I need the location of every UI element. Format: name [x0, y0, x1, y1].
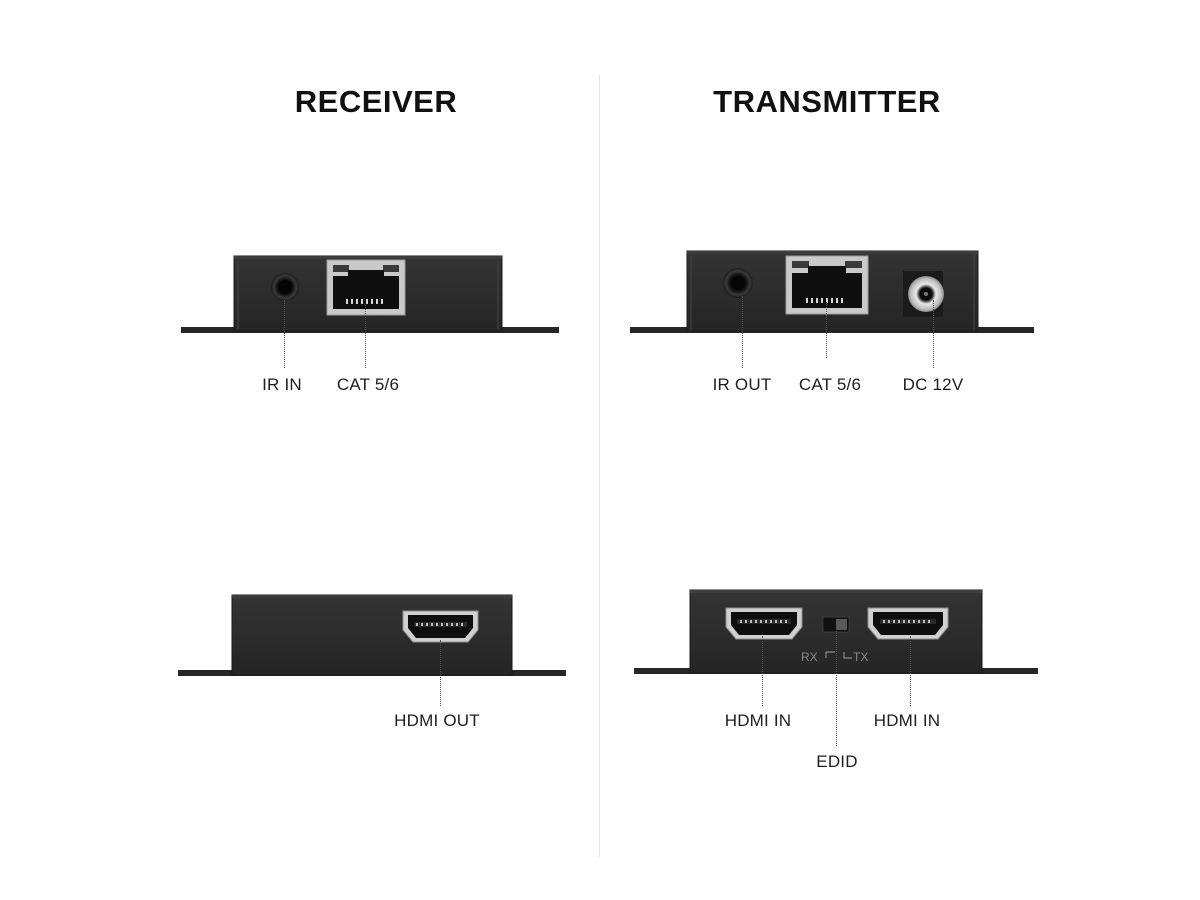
- leader-transmitter-edid: [836, 626, 837, 746]
- transmitter-hdmi-in-left-port: [725, 607, 803, 640]
- transmitter-dc-jack: [903, 271, 944, 317]
- receiver-hdmi-out-label: HDMI OUT: [394, 711, 480, 730]
- leader-receiver-ir: [284, 300, 285, 368]
- leader-transmitter-cat: [826, 302, 827, 358]
- transmitter-edid-label: EDID: [816, 752, 858, 771]
- leader-transmitter-hdmi-right: [910, 636, 911, 706]
- edid-rx-label: RX: [801, 650, 818, 664]
- leader-transmitter-ir: [742, 296, 743, 368]
- transmitter-hdmi-in-right-label: HDMI IN: [873, 711, 941, 730]
- transmitter-title: TRANSMITTER: [713, 84, 941, 119]
- leader-receiver-cat: [365, 305, 366, 368]
- transmitter-ir-out-label: IR OUT: [712, 375, 772, 394]
- leader-transmitter-hdmi-left: [762, 636, 763, 706]
- receiver-bottom-device: [178, 594, 566, 676]
- receiver-ir-in-label: IR IN: [262, 375, 302, 394]
- transmitter-top-device: [630, 250, 1034, 333]
- transmitter-edid-switch: [822, 616, 852, 659]
- receiver-hdmi-out-port: [402, 610, 479, 643]
- transmitter-hdmi-in-right-port: [867, 607, 949, 640]
- center-divider: [599, 75, 600, 857]
- leader-receiver-hdmi: [440, 640, 441, 706]
- receiver-title: RECEIVER: [294, 84, 458, 119]
- receiver-cat-label: CAT 5/6: [336, 375, 400, 394]
- transmitter-hdmi-in-left-label: HDMI IN: [724, 711, 792, 730]
- leader-transmitter-dc: [933, 300, 934, 368]
- edid-tx-label: TX: [853, 650, 869, 664]
- receiver-rj45-port: [326, 259, 406, 316]
- transmitter-rj45-port: [785, 255, 869, 315]
- transmitter-dc-label: DC 12V: [902, 375, 964, 394]
- receiver-top-device: [181, 255, 559, 333]
- transmitter-cat-label: CAT 5/6: [798, 375, 862, 394]
